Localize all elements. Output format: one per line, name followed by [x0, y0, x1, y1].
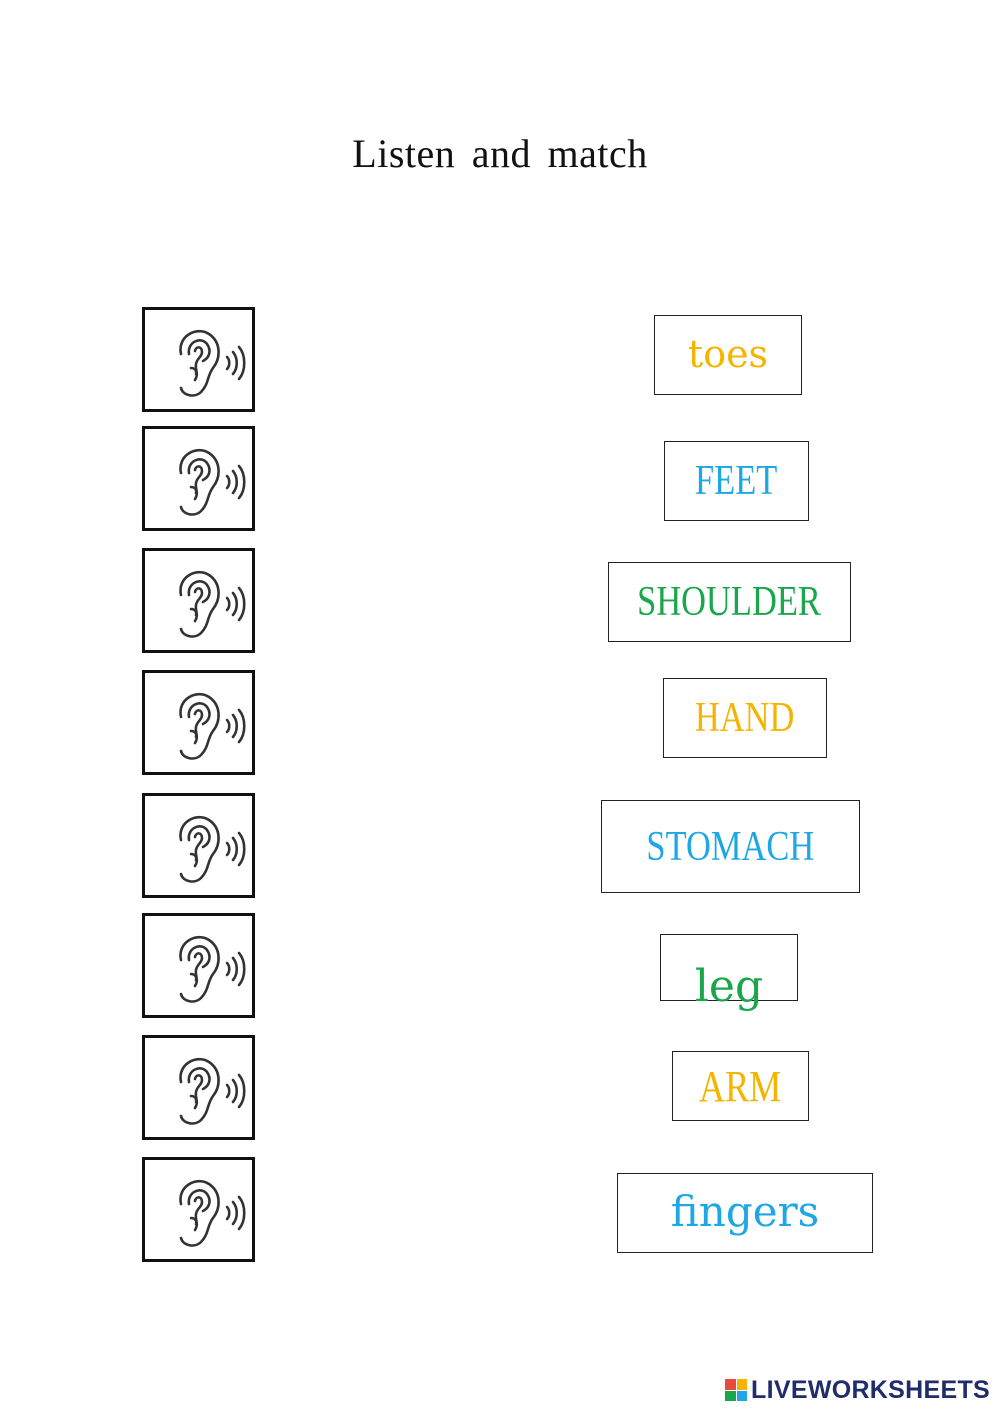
ear-listen-icon: [179, 935, 246, 1003]
ear-listen-icon: [179, 570, 246, 638]
word-label: STOMACH: [646, 823, 815, 870]
audio-button-8[interactable]: [142, 1157, 255, 1262]
word-box-feet[interactable]: FEET: [664, 441, 809, 521]
word-box-fingers[interactable]: fingers: [617, 1173, 873, 1253]
word-box-toes[interactable]: toes: [654, 315, 802, 395]
ear-listen-icon: [179, 448, 246, 516]
audio-button-5[interactable]: [142, 793, 255, 898]
worksheet-title: Listen and match: [352, 131, 648, 176]
word-box-stomach[interactable]: STOMACH: [601, 800, 860, 893]
word-label: ARM: [699, 1061, 782, 1111]
word-label: FEET: [695, 458, 778, 504]
word-box-arm[interactable]: ARM: [672, 1051, 809, 1121]
word-box-hand[interactable]: HAND: [663, 678, 827, 758]
word-label: leg: [694, 961, 764, 1012]
audio-button-7[interactable]: [142, 1035, 255, 1140]
audio-button-2[interactable]: [142, 426, 255, 531]
audio-button-6[interactable]: [142, 913, 255, 1018]
ear-listen-icon: [179, 815, 246, 883]
ear-listen-icon: [179, 329, 246, 397]
ear-listen-icon: [179, 1179, 246, 1247]
audio-button-1[interactable]: [142, 307, 255, 412]
word-label: fingers: [670, 1186, 820, 1236]
word-label: SHOULDER: [637, 579, 822, 625]
liveworksheets-logo-icon: [725, 1379, 748, 1401]
audio-button-3[interactable]: [142, 548, 255, 653]
ear-listen-icon: [179, 692, 246, 760]
ear-listen-icon: [179, 1057, 246, 1125]
word-box-leg[interactable]: leg: [660, 934, 798, 1009]
brand-name: LIVEWORKSHEETS: [751, 1375, 990, 1404]
word-label: toes: [687, 332, 769, 376]
audio-button-4[interactable]: [142, 670, 255, 775]
liveworksheets-logo: LIVEWORKSHEETS: [725, 1375, 990, 1405]
word-box-shoulder[interactable]: SHOULDER: [608, 562, 851, 642]
word-label: HAND: [695, 695, 795, 741]
